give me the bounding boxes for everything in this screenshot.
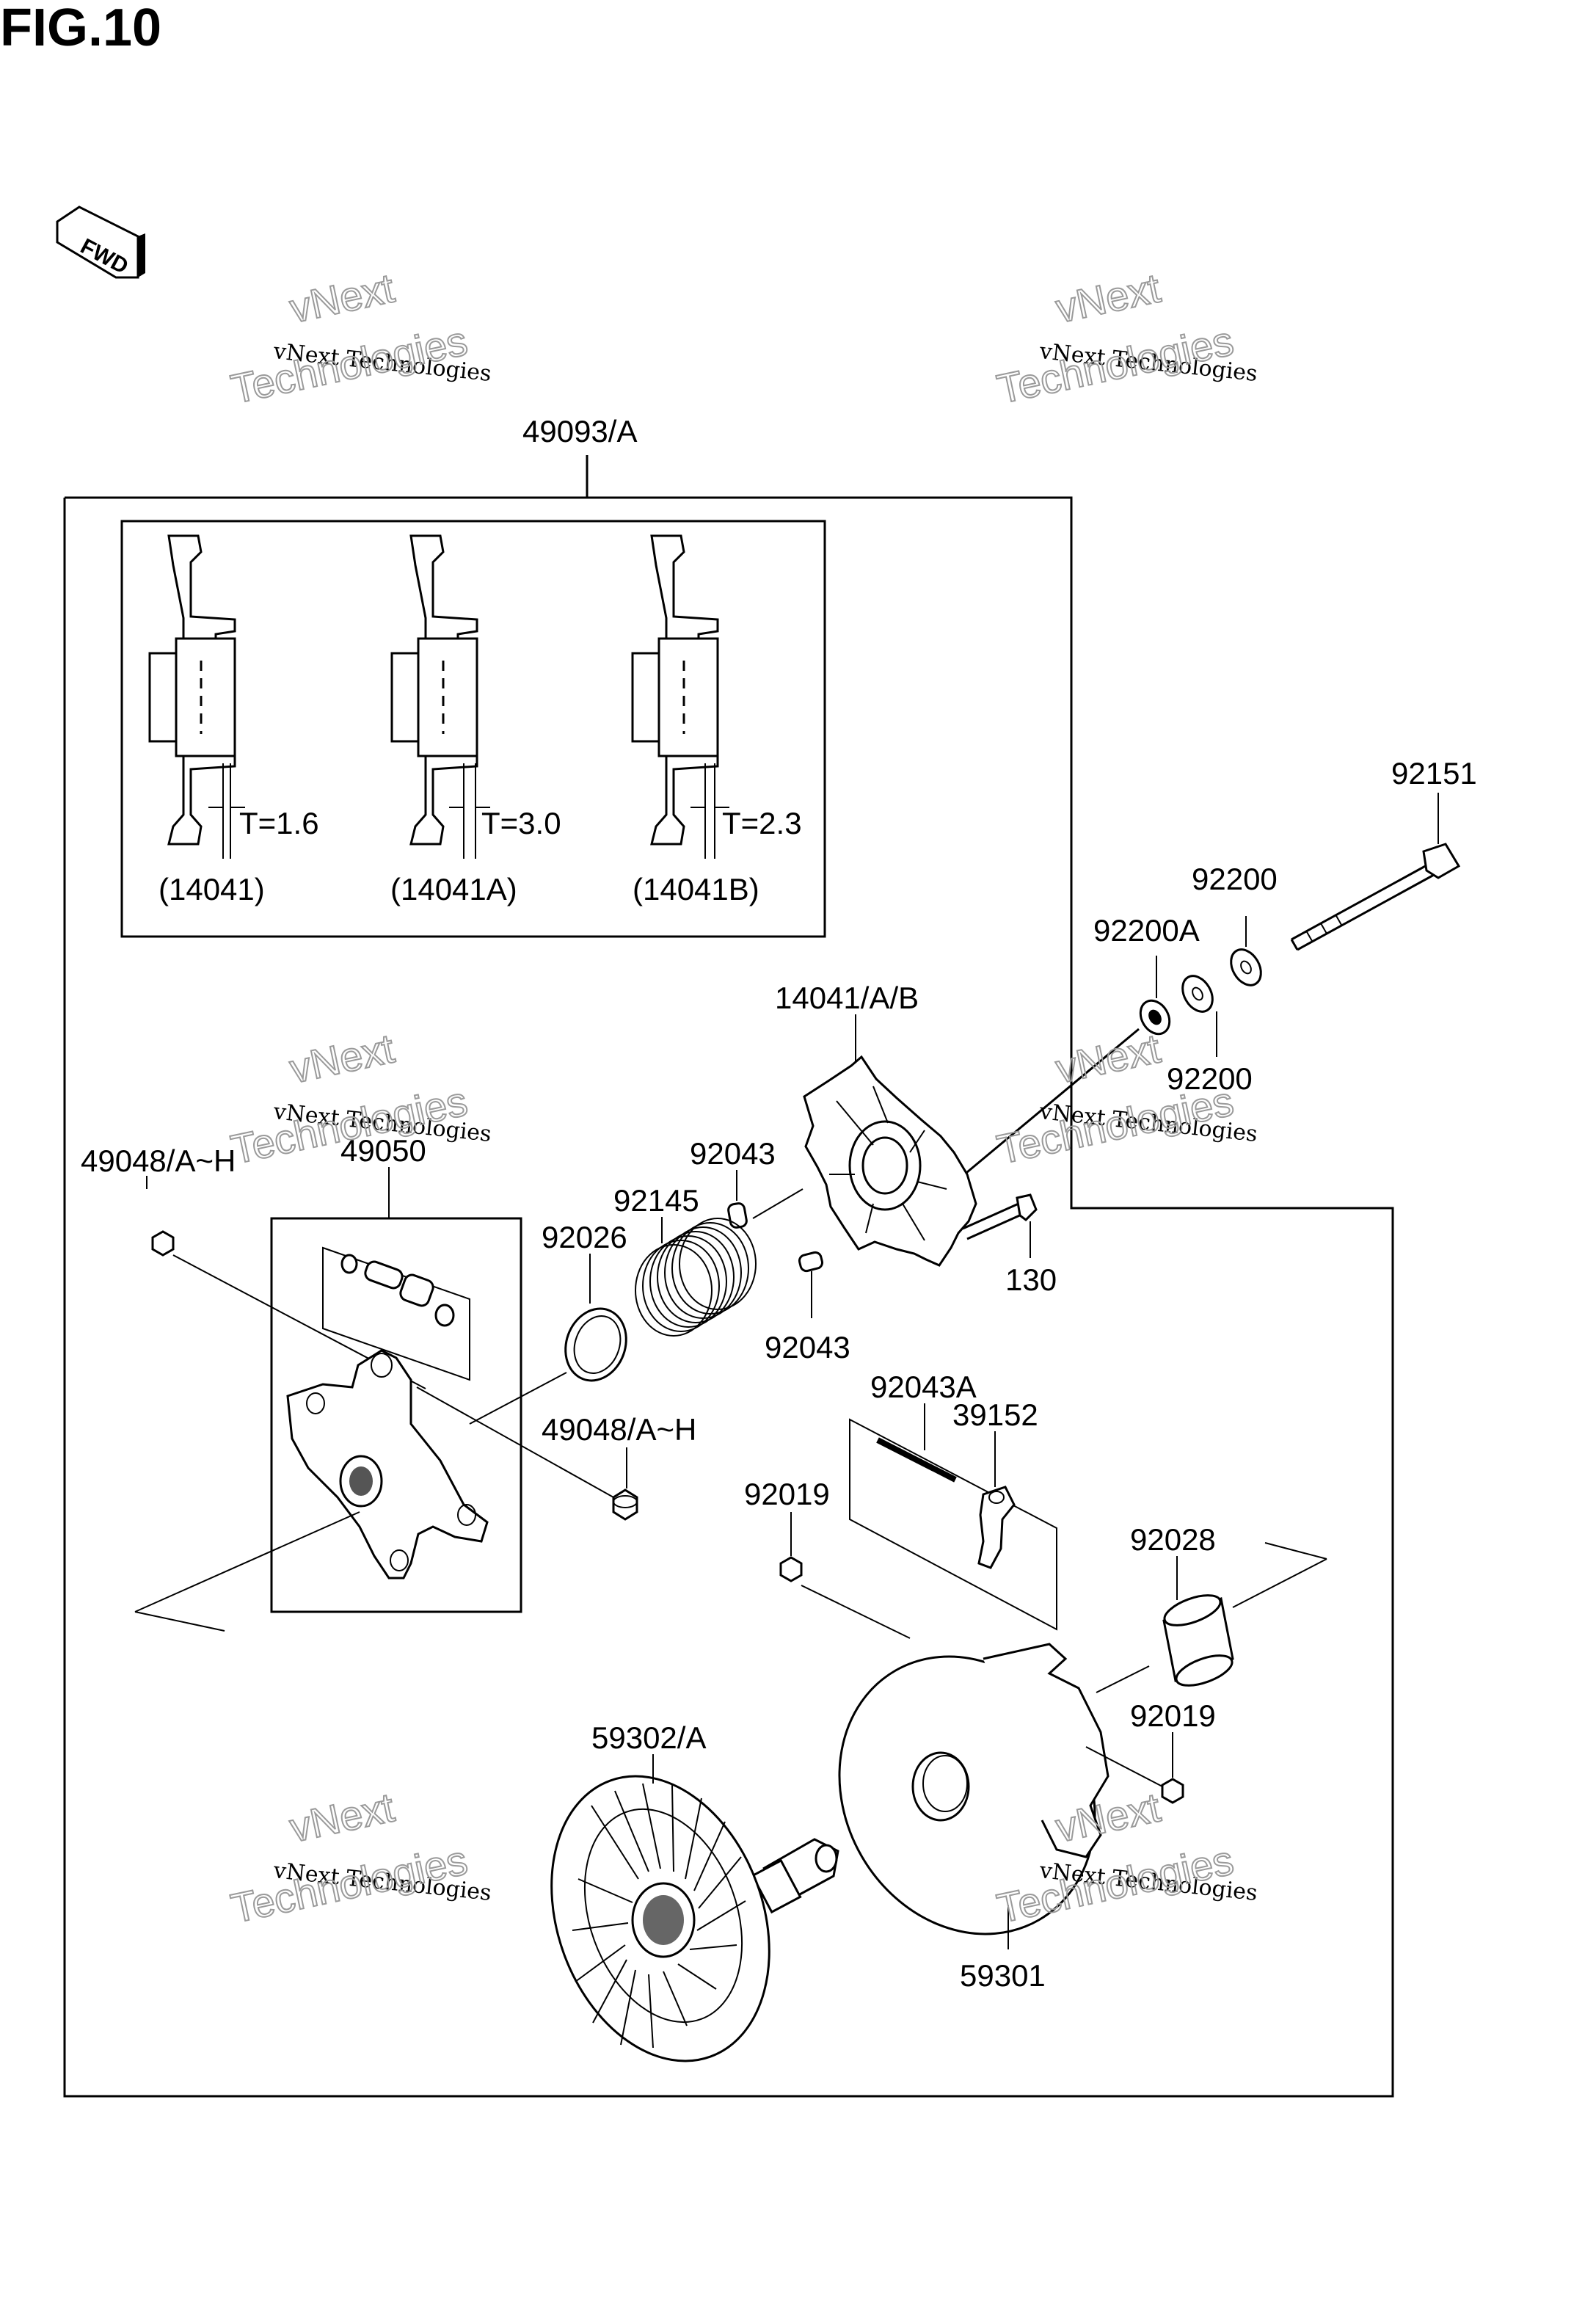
- label-92026: 92026: [542, 1220, 627, 1254]
- svg-text:vNext: vNext: [285, 1784, 398, 1850]
- arm-39152: [977, 1486, 1016, 1569]
- watermark-4: vNext vNext Technologies Technologies: [992, 1024, 1258, 1173]
- label-92151: 92151: [1391, 756, 1477, 790]
- label-92019-left: 92019: [744, 1477, 830, 1511]
- label-92043-bottom: 92043: [765, 1330, 850, 1364]
- label-49048-left: 49048/A~H: [81, 1144, 236, 1178]
- watermark-5: vNext vNext Technologies Technologies: [226, 1783, 492, 1932]
- nut-92019-left: [779, 1556, 803, 1582]
- label-92200-bottom: 92200: [1167, 1061, 1253, 1096]
- nut-49048-left: [151, 1230, 175, 1257]
- label-130: 130: [1005, 1262, 1057, 1297]
- washer-92200-bottom: [1181, 975, 1214, 1013]
- label-92200A: 92200A: [1093, 913, 1200, 948]
- label-92145: 92145: [613, 1183, 699, 1218]
- pin-92043A: [876, 1437, 957, 1483]
- label-49050: 49050: [340, 1133, 426, 1168]
- label-39152: 39152: [952, 1397, 1038, 1432]
- label-59302: 59302/A: [591, 1720, 706, 1755]
- washer-92200-top: [1230, 948, 1262, 986]
- label-49048-mid: 49048/A~H: [542, 1412, 696, 1447]
- fixed-sheave-59302: [550, 1775, 839, 2062]
- assembly-frame: [63, 496, 1394, 2098]
- svg-text:Technologies: Technologies: [227, 317, 471, 412]
- figure-title: FIG.10: [0, 0, 162, 57]
- watermark-2: vNext vNext Technologies Technologies: [992, 263, 1258, 412]
- inset-thickness-3: T=2.3: [722, 806, 802, 840]
- inset-thickness-1: T=1.6: [239, 806, 319, 840]
- label-92043A: 92043A: [870, 1370, 977, 1404]
- ring-92026: [564, 1307, 627, 1382]
- inset-part-1: (14041): [158, 872, 265, 906]
- label-92043-top: 92043: [690, 1136, 776, 1171]
- inset-shim-3: [631, 534, 729, 859]
- watermark-1: vNext vNext Technologies Technologies: [226, 263, 492, 412]
- svg-text:Technologies: Technologies: [993, 317, 1237, 412]
- shim-variants-inset: [120, 520, 826, 938]
- inset-thickness-2: T=3.0: [481, 806, 561, 840]
- label-49093: 49093/A: [522, 414, 637, 448]
- spring-92145: [635, 1218, 757, 1337]
- kit-box-49050: [270, 1217, 522, 1613]
- nut-92019-right: [1161, 1778, 1184, 1804]
- label-92019-right: 92019: [1130, 1698, 1216, 1733]
- svg-text:Technologies: Technologies: [993, 1077, 1237, 1173]
- nut-49048-mid: [612, 1488, 638, 1521]
- roller-92043-bottom: [798, 1251, 824, 1273]
- kit-hardware: [322, 1246, 470, 1381]
- svg-text:Technologies: Technologies: [227, 1836, 471, 1932]
- bolt-92151: [1290, 843, 1461, 951]
- spider-14041: [803, 1055, 977, 1267]
- label-92200-top: 92200: [1192, 862, 1278, 896]
- svg-text:vNext: vNext: [1052, 1025, 1165, 1091]
- svg-text:vNext: vNext: [1052, 264, 1165, 331]
- bolt-130: [962, 1193, 1038, 1240]
- movable-sheave-59301: [838, 1643, 1109, 1935]
- svg-text:vNext: vNext: [285, 1025, 398, 1091]
- inset-part-2: (14041A): [390, 872, 517, 906]
- inset-shim-1: [148, 534, 245, 859]
- inset-part-3: (14041B): [633, 872, 759, 906]
- inset-shim-2: [390, 534, 490, 859]
- bushing-92028: [1162, 1594, 1234, 1687]
- sheave-bracket: [286, 1349, 489, 1579]
- svg-text:vNext: vNext: [285, 264, 398, 331]
- label-14041: 14041/A/B: [775, 981, 919, 1015]
- fwd-arrow-icon: FWD: [56, 206, 145, 279]
- label-92028: 92028: [1130, 1522, 1216, 1557]
- label-59301: 59301: [960, 1958, 1046, 1993]
